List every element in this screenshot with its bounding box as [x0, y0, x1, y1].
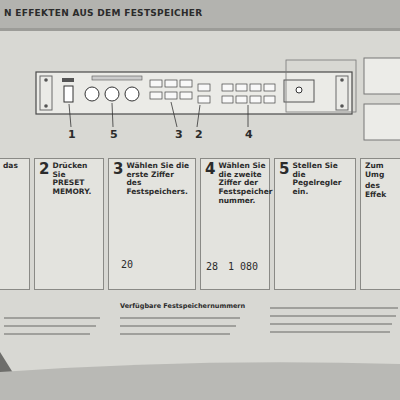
display-digits: 20: [121, 259, 133, 270]
callout-number: 4: [245, 129, 253, 141]
step-number: 4: [205, 162, 215, 177]
step-panel: 3Wählen Sie die erste Ziffer des Festspe…: [108, 158, 196, 290]
step-panel: 2Drücken Sie PRESET MEMORY.: [34, 158, 104, 290]
step-heading: Zum Umg: [365, 162, 399, 179]
callout-number: 2: [195, 129, 203, 141]
step-panel: das: [0, 158, 30, 290]
step-number: 3: [113, 162, 123, 177]
step-heading: Wählen Sie die erste Ziffer des Festspei…: [126, 162, 191, 197]
display-digits: 28: [206, 261, 218, 272]
callout-number: 5: [110, 129, 118, 141]
step-number: 5: [279, 162, 289, 177]
step-heading: Drücken Sie PRESET MEMORY.: [52, 162, 99, 197]
step-number: 2: [39, 162, 49, 177]
callout-number: 1: [68, 129, 76, 141]
step-heading: des Effek: [365, 182, 399, 199]
step-heading: Stellen Sie die Pegelregler ein.: [292, 162, 351, 197]
step-panel: Zum Umg des Effek: [360, 158, 400, 290]
step-heading: Wählen Sie die zweite Ziffer der Festspe…: [218, 162, 272, 205]
step-heading: das: [3, 162, 18, 171]
display-digits: 080: [240, 261, 258, 272]
step-panel: 5Stellen Sie die Pegelregler ein.: [274, 158, 356, 290]
display-digits: 1: [228, 261, 234, 272]
callout-number: 3: [175, 129, 183, 141]
note-heading: Verfügbare Festspeichernummern: [120, 303, 245, 310]
page-heading: N EFFEKTEN AUS DEM FESTSPEICHER: [4, 8, 203, 18]
